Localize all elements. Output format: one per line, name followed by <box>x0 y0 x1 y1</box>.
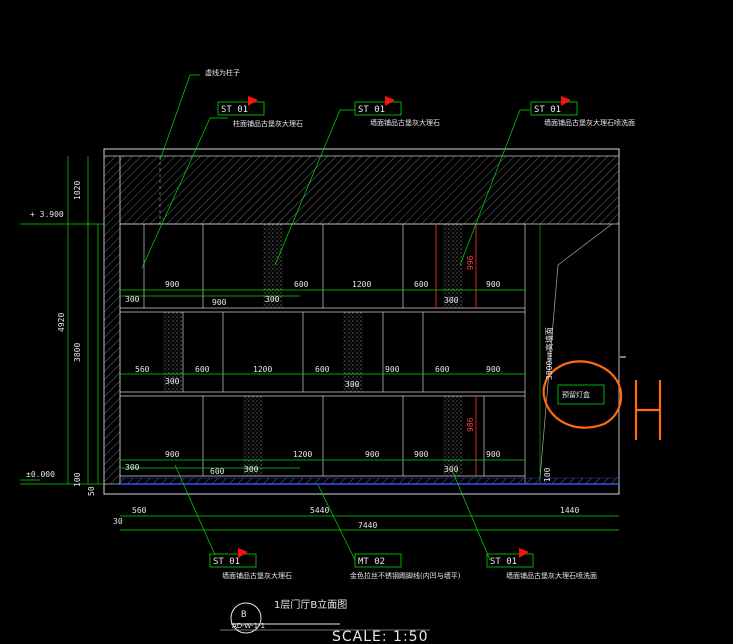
dim-label: 100 <box>73 472 82 487</box>
dimension-lines <box>20 156 619 531</box>
dim-label: 986 <box>466 417 475 432</box>
dim-label: 300 <box>165 377 180 386</box>
dim-label: 900 <box>212 298 227 307</box>
dim-label: 600 <box>210 467 225 476</box>
section-marker <box>220 602 430 634</box>
box-note: 预留灯盒 <box>562 390 590 399</box>
dim-label: 900 <box>365 450 380 459</box>
dim-label: 1440 <box>560 506 579 515</box>
dim-label: 900 <box>165 450 180 459</box>
door-outline <box>525 223 620 484</box>
vertical-note: 3800mm高墙面 <box>544 327 554 380</box>
dim-label: 7440 <box>358 521 377 530</box>
dim-label: 300 <box>125 295 140 304</box>
dim-label: 600 <box>315 365 330 374</box>
drawing-scale: SCALE: 1:50 <box>332 629 429 644</box>
section-mark: B <box>241 610 246 620</box>
red-flags <box>238 96 571 558</box>
tag-note: 墙面铺品古堡灰大理石 <box>222 571 292 580</box>
light-box <box>557 384 605 405</box>
dim-label: 600 <box>195 365 210 374</box>
dim-label: 600 <box>294 280 309 289</box>
tag-code: ST 01 <box>221 105 248 115</box>
dim-label: 900 <box>486 365 501 374</box>
level-top: + 3.900 <box>30 210 64 219</box>
dim-label: 5440 <box>310 506 329 515</box>
dim-label: 100 <box>543 467 552 482</box>
dim-label: 50 <box>87 486 96 496</box>
dim-label: 3800 <box>73 343 82 362</box>
tag-note: 墙面铺品古堡灰大理石喷洗面 <box>544 118 635 127</box>
dim-label: 996 <box>466 255 475 270</box>
drawing-title: 1层门厅B立面图 <box>274 598 347 611</box>
handwritten-annotation <box>542 360 662 440</box>
tag-note: 柱面铺品古堡灰大理石 <box>233 119 303 128</box>
red-dimensions <box>435 224 477 476</box>
section-sub: AD-W-1-1 <box>232 622 265 630</box>
stone-strips <box>163 224 463 476</box>
tag-note: 金色拉丝不锈钢踢脚线(内凹与墙平) <box>350 571 461 580</box>
dim-label: 900 <box>486 280 501 289</box>
dim-label: 300 <box>444 465 459 474</box>
outer-frame <box>103 148 620 495</box>
tag-code: MT 02 <box>358 557 385 567</box>
dim-label: 30 <box>113 517 123 526</box>
wall-panels <box>120 223 526 484</box>
leader-lines <box>141 74 530 561</box>
dim-label: 900 <box>486 450 501 459</box>
dim-label: 900 <box>414 450 429 459</box>
dim-label: 1020 <box>73 181 82 200</box>
dim-label: 900 <box>385 365 400 374</box>
dim-label: 600 <box>414 280 429 289</box>
dim-label: 300 <box>444 296 459 305</box>
baseboard <box>120 477 619 485</box>
dim-label: 900 <box>165 280 180 289</box>
tag-code: ST 01 <box>534 105 561 115</box>
dim-label: 300 <box>125 463 140 472</box>
tag-note: 墙面铺品古堡灰大理石 <box>370 118 440 127</box>
dim-label: 560 <box>132 506 147 515</box>
tag-note: 墙面铺品古堡灰大理石喷洗面 <box>506 571 597 580</box>
tag-code: ST 01 <box>213 557 240 567</box>
dim-label: 300 <box>244 465 259 474</box>
dim-label: 300 <box>345 380 360 389</box>
tag-boxes <box>209 101 578 568</box>
dim-label: 300 <box>265 295 280 304</box>
dim-label: 560 <box>135 365 150 374</box>
dim-label: 1200 <box>352 280 371 289</box>
tag-code: ST 01 <box>490 557 517 567</box>
dim-label: 1200 <box>293 450 312 459</box>
dim-label: 1200 <box>253 365 272 374</box>
top-note: 虚线为柱子 <box>205 68 240 77</box>
dim-label: 600 <box>435 365 450 374</box>
tag-code: ST 01 <box>358 105 385 115</box>
level-bottom: ±0.000 <box>26 470 55 479</box>
dim-label: 4920 <box>57 313 66 332</box>
